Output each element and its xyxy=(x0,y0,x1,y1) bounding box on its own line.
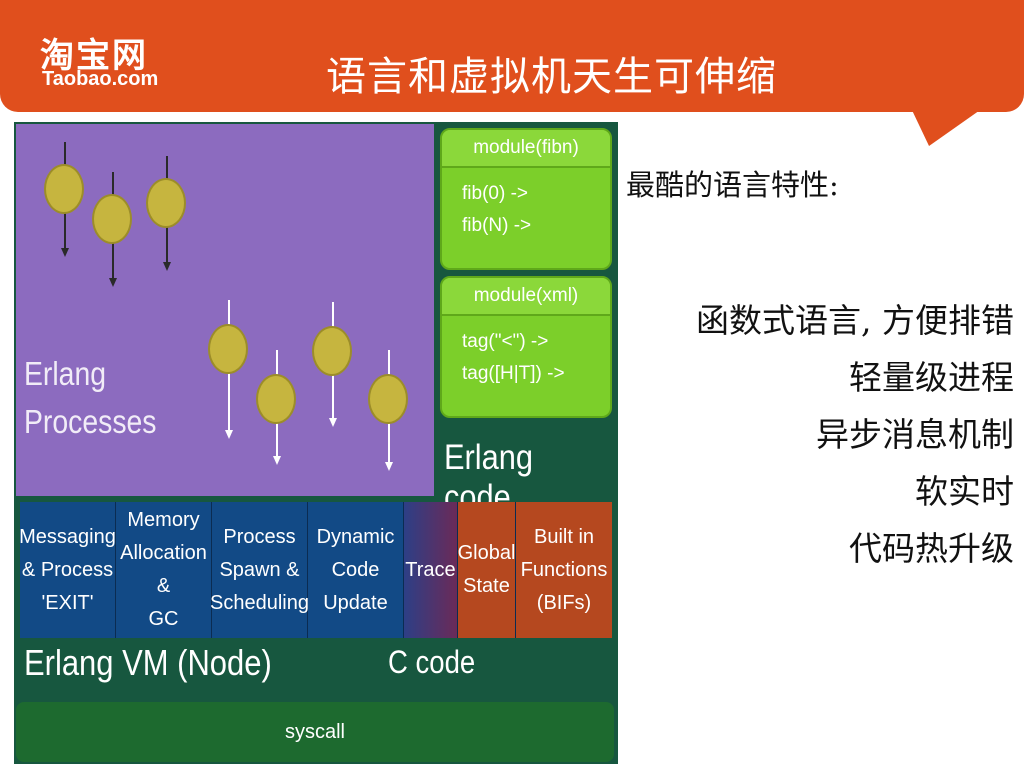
process-bubble xyxy=(368,374,408,424)
module-xml-box: module(xml) tag("<") -> tag([H|T]) -> xyxy=(440,276,612,418)
module-xml-line: tag([H|T]) -> xyxy=(462,363,565,384)
vm-component-line: GC xyxy=(148,608,179,630)
vm-component-line: Code xyxy=(331,558,380,581)
logo-english: Taobao.com xyxy=(42,68,159,90)
vm-component-line: & Process xyxy=(21,558,114,581)
vm-component-global-state: Global State xyxy=(458,502,516,638)
processes-label-line-1: Erlang xyxy=(24,355,107,392)
logo-chinese: 淘宝网 xyxy=(40,36,148,76)
process-bubble xyxy=(146,178,186,228)
vm-component-trace: Trace xyxy=(404,502,458,638)
vm-component-line: Update xyxy=(323,591,388,614)
vm-component-line: (BIFs) xyxy=(536,591,592,614)
vm-component-dynamic-code: Dynamic Code Update xyxy=(308,502,404,638)
process-arrow-head xyxy=(109,278,117,287)
vm-component-bifs: Built in Functions (BIFs) xyxy=(516,502,612,638)
vm-component-line: Functions xyxy=(520,558,608,581)
syscall-bar: syscall xyxy=(16,702,614,762)
slide-title: 语言和虚拟机天生可伸缩 xyxy=(326,54,777,100)
process-bubble xyxy=(208,324,248,374)
feature-item: 软实时 xyxy=(915,472,1014,511)
feature-item: 轻量级进程 xyxy=(849,358,1014,397)
vm-component-line: Messaging xyxy=(19,525,116,548)
feature-item: 代码热升级 xyxy=(849,529,1014,568)
module-xml-line: tag("<") -> xyxy=(462,331,549,352)
process-bubble xyxy=(312,326,352,376)
process-bubble xyxy=(92,194,132,244)
erlang-architecture-diagram: Erlang Processes module(fibn) fib(0) -> … xyxy=(14,122,618,764)
vm-component-line: Scheduling xyxy=(210,591,309,614)
features-heading: 最酷的语言特性: xyxy=(626,168,839,202)
c-code-label: C code xyxy=(388,644,476,680)
process-arrow-head xyxy=(163,262,171,271)
erlang-vm-label: Erlang VM (Node) xyxy=(24,642,272,683)
process-arrow-head xyxy=(329,418,337,427)
vm-component-line: Spawn & xyxy=(219,558,300,581)
process-bubble xyxy=(44,164,84,214)
feature-item: 异步消息机制 xyxy=(816,415,1014,454)
vm-component-line: Memory xyxy=(127,509,200,531)
header-speech-tail xyxy=(889,108,983,146)
erlang-processes-area: Erlang Processes xyxy=(16,124,434,496)
vm-component-messaging: Messaging & Process 'EXIT' xyxy=(19,502,116,638)
vm-component-line: Process xyxy=(223,525,296,548)
erlang-processes-label: Erlang Processes xyxy=(24,350,156,446)
vm-component-line: 'EXIT' xyxy=(41,591,94,614)
module-fibn-line: fib(N) -> xyxy=(462,215,532,236)
module-xml-title: module(xml) xyxy=(442,278,610,316)
vm-component-line: Allocation & xyxy=(120,542,207,597)
features-list: 函数式语言, 方便排错 轻量级进程 异步消息机制 软实时 代码热升级 xyxy=(630,292,1014,577)
module-fibn-box: module(fibn) fib(0) -> fib(N) -> xyxy=(440,128,612,270)
module-fibn-line: fib(0) -> xyxy=(462,183,528,204)
process-arrow-head xyxy=(273,456,281,465)
process-bubble xyxy=(256,374,296,424)
vm-component-line: Global xyxy=(457,542,516,564)
vm-component-line: Dynamic xyxy=(316,525,395,548)
feature-item: 函数式语言, 方便排错 xyxy=(696,301,1014,340)
vm-component-line: Built in xyxy=(533,525,595,548)
module-fibn-title: module(fibn) xyxy=(442,130,610,168)
vm-component-memory: Memory Allocation & GC xyxy=(116,502,212,638)
processes-label-line-2: Processes xyxy=(24,403,157,440)
header-banner: 淘宝网 Taobao.com 语言和虚拟机天生可伸缩 xyxy=(0,0,1024,112)
process-arrow-head xyxy=(385,462,393,471)
vm-components-row: Messaging & Process 'EXIT' Memory Alloca… xyxy=(19,502,612,638)
vm-component-line: Trace xyxy=(405,558,456,581)
vm-component-line: State xyxy=(463,575,510,597)
process-arrow-head xyxy=(225,430,233,439)
vm-component-process-spawn: Process Spawn & Scheduling xyxy=(210,502,309,638)
process-arrow-head xyxy=(61,248,69,257)
